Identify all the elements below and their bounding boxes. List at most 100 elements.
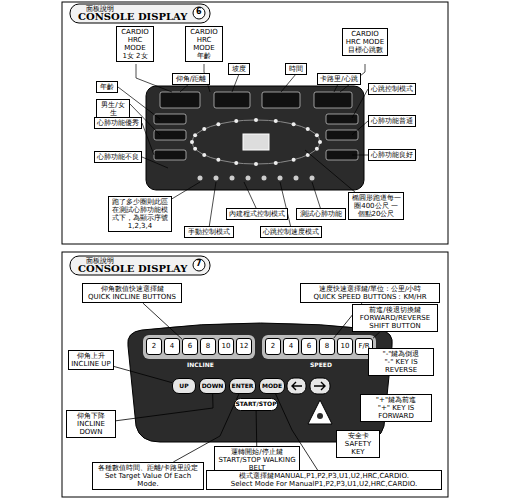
node-text: 測試心肺功能: [299, 210, 343, 218]
track-dot: [274, 161, 278, 165]
node-text: CARDIO HRC MODE: [188, 28, 220, 52]
program-dot: [278, 176, 283, 181]
text-stack: 10: [341, 342, 350, 350]
safety-key-clip: [317, 413, 323, 419]
track-dot: [202, 127, 206, 131]
text-stack: 坡度: [231, 65, 247, 73]
text-stack: 4: [170, 342, 174, 350]
text-stack: 手動控制模式: [187, 228, 231, 236]
connector-line: [114, 366, 172, 382]
text-stack: 仰角下降INCLINE DOWN: [69, 412, 113, 436]
program-dot: [230, 176, 235, 181]
track-dot: [315, 133, 319, 137]
incline-button: 4: [164, 338, 180, 355]
leader-connector: [116, 394, 213, 421]
text-stack: 男生/女生: [99, 101, 127, 117]
text-stack: 2: [152, 342, 156, 350]
page-number: 7: [196, 259, 202, 268]
node-text: 各種數值時間、距離/卡路里設定: [95, 464, 201, 472]
panel-frame: [62, 2, 448, 244]
program-dot: [214, 176, 219, 181]
text-stack: 心肺功能優秀: [97, 119, 139, 127]
callout-box: 各種數值時間、距離/卡路里設定Set Target Value Of Each …: [92, 462, 204, 490]
track-dot: [274, 119, 278, 123]
text-stack: 測試心肺功能: [299, 210, 343, 218]
node-subtext: "+" KEY IS FORWARD: [363, 404, 429, 420]
node-text: 速度快速選擇鍵/單位：公里/小時: [303, 285, 437, 293]
node-text: 2: [152, 342, 156, 350]
track-oval: [192, 120, 320, 164]
callout-box: 模式選擇鍵MANUAL,P1,P2,P3,U1,U2,HRC,CARDIO.Se…: [206, 470, 442, 490]
node-subtext: Select Mode For ManualP1,P2,P3,U1,U2,HRC…: [209, 480, 439, 488]
node-text: 卡路里/心跳: [320, 75, 358, 83]
node-text: 運轉開始/停止鍵: [217, 448, 297, 456]
node-subtext: 年齡: [188, 52, 220, 60]
node-text: 心跳控制速度模式: [263, 228, 319, 236]
callout-box: 前進/後退切換鍵FORWARD/REVERSE SHIFT BUTTON: [352, 304, 438, 332]
callout-box: 坡度: [228, 63, 250, 75]
speed-button: 2: [265, 338, 281, 355]
node-text: 內建程式控制模式: [229, 210, 285, 218]
track-dot: [216, 122, 220, 126]
page-number: 6: [196, 7, 202, 16]
text-stack: START/STOP: [235, 401, 276, 408]
track-dot: [254, 162, 258, 166]
callout-box: 心肺功能不良: [94, 151, 142, 163]
text-stack: 12: [240, 342, 249, 350]
node-text: 4: [170, 342, 174, 350]
callout-box: CARDIO HRC MODE年齡: [185, 26, 223, 62]
group-label: INCLINE: [187, 361, 214, 368]
text-stack: 模式選擇鍵MANUAL,P1,P2,P3,U1,U2,HRC,CARDIO.Se…: [209, 472, 439, 488]
leader-connector: [143, 303, 182, 339]
connector-line: [143, 303, 182, 339]
center-lcd: [243, 134, 269, 150]
callout-box: 仰角上升INCLINE UP: [68, 350, 114, 370]
text-stack: 前進/後退切換鍵FORWARD/REVERSE SHIFT BUTTON: [355, 306, 435, 330]
node-text: 心肺功能不良: [97, 153, 139, 161]
key-button: MODE: [259, 378, 285, 394]
text-stack: MODE: [262, 383, 282, 390]
node-text: MODE: [262, 383, 282, 390]
console-body: [146, 86, 364, 190]
text-stack: 仰角上升INCLINE UP: [71, 352, 111, 368]
key-button: ENTER: [229, 378, 256, 394]
text-stack: 橢圓形跑道每一圈400公尺 一個點20公尺: [351, 194, 401, 218]
node-text: 仰角下降: [69, 412, 113, 420]
node-text: START/STOP: [235, 401, 276, 408]
speed-button: 10: [337, 338, 353, 355]
node-subtext: FORWARD/REVERSE SHIFT BUTTON: [355, 314, 435, 330]
text-stack: 安全卡SAFETY KEY: [339, 432, 377, 456]
text-stack: 運轉開始/停止鍵START/STOP WALKING BELT: [217, 448, 297, 472]
node-text: 6: [188, 342, 192, 350]
node-text: 時間: [288, 65, 304, 73]
text-stack: 心肺功能良好: [371, 151, 413, 159]
incline-button: 2: [146, 338, 162, 355]
callout-box: 仰角數值快速選擇鍵QUICK INCLINE BUTTONS: [82, 283, 182, 303]
callout-box: 年齡: [96, 81, 118, 93]
callout-box: "-"鍵為倒退"-" KEY IS REVERSE: [368, 348, 434, 376]
node-text: 10: [341, 342, 350, 350]
leader-connector: [114, 366, 172, 382]
text-stack: 時間: [288, 65, 304, 73]
callout-box: 仰角下降INCLINE DOWN: [66, 410, 116, 438]
callout-box: 卡路里/心跳: [317, 73, 361, 85]
node-text: DOWN: [202, 383, 224, 390]
track-dot: [190, 140, 194, 144]
program-dot: [198, 176, 203, 181]
text-stack: 仰角/距離: [175, 75, 207, 83]
node-text: 4: [289, 342, 293, 350]
track-dots: [190, 118, 322, 166]
text-stack: DOWN: [202, 383, 224, 390]
node-text: 仰角上升: [71, 352, 111, 360]
incline-button: 8: [200, 338, 216, 355]
text-stack: CARDIO HRC MODE1女 2女: [119, 28, 151, 60]
callout-box: 安全卡SAFETY KEY: [336, 430, 380, 458]
text-stack: UP: [179, 383, 188, 390]
group-label: SPEED: [310, 361, 332, 368]
node-text: CARDIO HRC MODE: [119, 28, 151, 52]
incline-button: 10: [218, 338, 234, 355]
node-text: 仰角/距離: [175, 75, 207, 83]
header-band: [70, 4, 210, 23]
callout-box: 速度快速選擇鍵/單位：公里/小時QUICK SPEED BUTTONS：KM/H…: [300, 283, 440, 303]
text-stack: ENTER: [232, 383, 254, 390]
